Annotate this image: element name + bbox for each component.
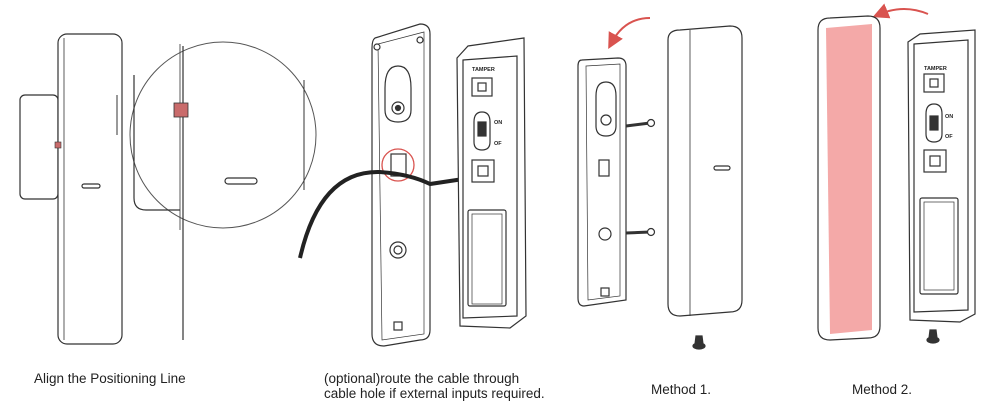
cover-highlight (826, 24, 872, 334)
method2-caption: Method 2. (852, 382, 913, 397)
step1-caption: Align the Positioning Line (34, 371, 186, 386)
screw-top (625, 118, 656, 128)
method1-caption: Method 1. (651, 382, 712, 397)
positioning-mark-large (173, 102, 189, 118)
on-label: ON (494, 120, 502, 126)
method1-cover (667, 25, 743, 317)
magnified-slot (224, 177, 258, 185)
magnifier-circle (116, 41, 317, 340)
on-label-2: ON (945, 114, 953, 120)
step2-cable-figure: TAMPER ON OF (298, 23, 527, 347)
rotate-arrow-method2 (872, 3, 929, 19)
sensor-slot (81, 183, 101, 189)
method2-figure: TAMPER ON OF (817, 3, 976, 344)
positioning-mark-small (54, 141, 62, 149)
battery-compartment (467, 209, 507, 307)
tamper-label-2: TAMPER (924, 66, 947, 72)
step2-caption-line2: cable hole if external inputs required. (324, 386, 545, 401)
rotate-arrow-method1 (608, 17, 651, 50)
off-label: OF (494, 141, 502, 147)
step1-alignment-figure (19, 33, 317, 345)
tamper-label: TAMPER (472, 67, 495, 73)
sensor-body (57, 33, 123, 345)
method2-bottom-screw (926, 329, 940, 344)
screw-bottom (625, 227, 656, 237)
step2-caption-line1: (optional)route the cable through (324, 371, 520, 386)
method1-bottom-screw (692, 335, 706, 350)
magnet-body (19, 94, 59, 200)
method1-figure (577, 17, 743, 350)
cable (298, 169, 471, 259)
off-label-2: OF (945, 134, 953, 140)
